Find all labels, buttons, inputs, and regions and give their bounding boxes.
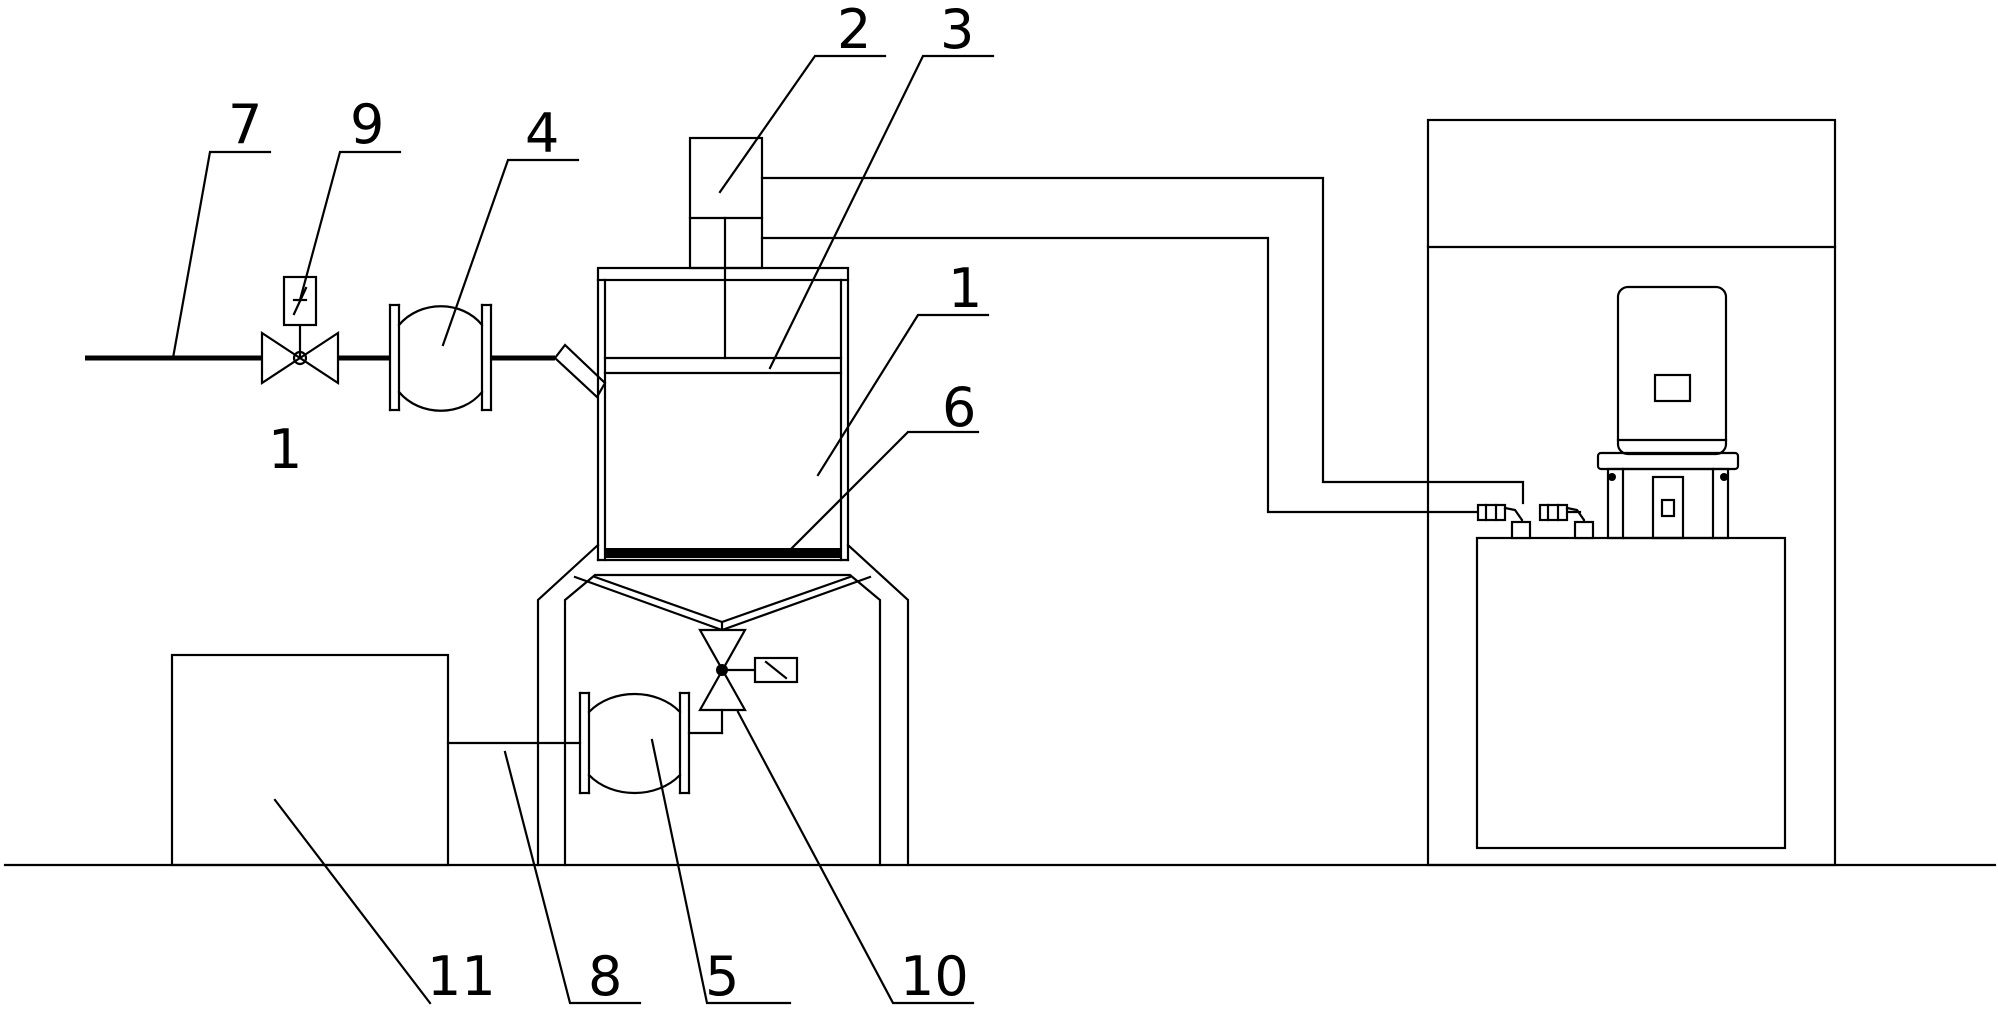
discharge-hopper	[573, 575, 872, 632]
callout-1-valve: 1	[268, 418, 302, 481]
tank	[596, 266, 850, 562]
motor-nameplate	[1653, 373, 1692, 403]
callout-6: 6	[942, 376, 976, 439]
inlet-pump	[388, 303, 493, 412]
callout-9: 9	[350, 93, 384, 156]
inlet-valve	[260, 275, 340, 386]
callout-leaders	[171, 54, 995, 1005]
callout-7: 7	[228, 93, 262, 156]
hydraulic-station-cabinet	[1426, 118, 1837, 867]
callout-5: 5	[705, 945, 739, 1008]
pump-base	[1596, 451, 1740, 540]
outlet-pump	[578, 691, 691, 795]
piston-plate	[603, 216, 843, 375]
callout-10: 10	[900, 945, 969, 1008]
callout-1: 1	[948, 257, 982, 320]
hose-connector-right	[1538, 503, 1595, 540]
hydraulic-hoses	[760, 176, 1582, 514]
callout-labels: 7 9 4 2 3 1 6 1 11 8 5 10	[228, 0, 982, 1008]
callout-2: 2	[837, 0, 871, 61]
callout-3: 3	[940, 0, 974, 61]
collection-box	[170, 653, 450, 867]
callout-4: 4	[525, 102, 559, 165]
callout-11: 11	[427, 945, 496, 1008]
discharge-valve	[687, 628, 799, 735]
hydraulic-cylinder	[688, 136, 764, 270]
oil-reservoir	[1475, 536, 1787, 850]
support-frame	[536, 543, 910, 867]
callout-8: 8	[588, 945, 622, 1008]
electric-motor	[1616, 285, 1728, 456]
valve-actuator	[282, 275, 318, 327]
filter-layer	[605, 548, 841, 558]
hose-connector-left	[1476, 503, 1532, 540]
